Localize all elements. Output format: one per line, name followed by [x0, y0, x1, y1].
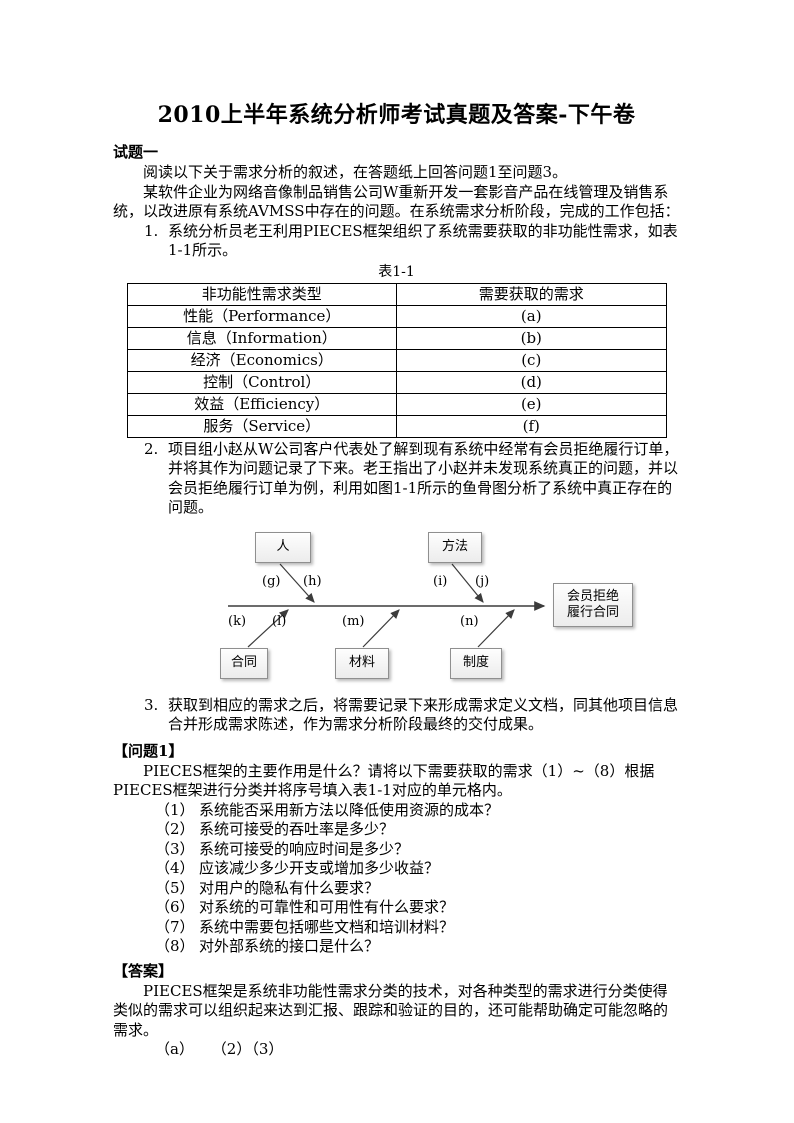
fishbone-box-institution: 制度 — [450, 647, 502, 679]
question1-item-5: （5） 对用户的隐私有什么要求？ — [155, 879, 680, 899]
question1-item-3-number: （3） — [155, 839, 195, 858]
question1-item-8-text: 对外部系统的接口是什么？ — [199, 937, 380, 955]
fishbone-label-l: (l) — [272, 613, 287, 629]
document-title: 2010上半年系统分析师考试真题及答案-下午卷 — [157, 102, 636, 128]
table-cell: 经济（Economics） — [126, 348, 397, 372]
answer-heading: 【答案】 — [113, 961, 174, 980]
question1-item-2-number: （2） — [155, 820, 195, 838]
question1-item-1: （1） 系统能否采用新方法以降低使用资源的成本？ — [155, 801, 680, 821]
fishbone-box-person: 人 — [255, 531, 311, 563]
question1-heading: 【问题1】 — [113, 741, 184, 760]
question1-item-5-text: 对用户的隐私有什么要求？ — [199, 878, 380, 897]
question1-item-6: （6） 对系统的可靠性和可用性有什么要求？ — [155, 898, 680, 918]
question1-item-4-number: （4） — [155, 859, 195, 877]
table-cell: 性能（Performance） — [126, 304, 397, 328]
fishbone-label-m: (m) — [342, 613, 365, 629]
question1-item-2: （2） 系统可接受的吞吐率是多少？ — [155, 820, 680, 840]
question1-item-7-number: （7） — [155, 917, 195, 936]
fishbone-box-effect: 会员拒绝履行合同 — [553, 582, 633, 627]
question1-item-4: （4） 应该减少多少开支或增加多少收益？ — [155, 859, 680, 879]
table-cell: (f) — [396, 414, 667, 438]
fishbone-label-n: (n) — [460, 613, 479, 629]
question1-intro: PIECES框架的主要作用是什么？请将以下需要获取的需求（1）~（8）根据PIE… — [113, 761, 655, 800]
list-item-1: 1. 系统分析员老王利用PIECES框架组织了系统需要获取的非功能性需求，如表1… — [144, 222, 680, 261]
table-header-cell: 非功能性需求类型 — [126, 282, 397, 306]
table-row: 服务（Service） (f) — [126, 414, 667, 438]
list-item-1-text: 系统分析员老王利用PIECES框架组织了系统需要获取的非功能性需求，如表1-1所… — [168, 221, 678, 260]
table-cell: (e) — [396, 392, 667, 416]
fishbone-diagram: 人 方法 会员拒绝履行合同 合同 材料 制度 (g) (h) (i) (j) (… — [180, 526, 650, 694]
table-cell: 信息（Information） — [126, 326, 397, 350]
fishbone-label-g: (g) — [262, 573, 281, 589]
table-cell: (a) — [396, 304, 667, 328]
table-row: 控制（Control） (d) — [126, 370, 667, 394]
question1-item-1-text: 系统能否采用新方法以降低使用资源的成本？ — [199, 800, 500, 819]
question1-item-3-text: 系统可接受的响应时间是多少？ — [199, 839, 410, 858]
question1-item-2-text: 系统可接受的吞吐率是多少？ — [199, 820, 395, 838]
fishbone-label-h: (h) — [303, 573, 322, 589]
question1-item-7: （7） 系统中需要包括哪些文档和培训材料？ — [155, 918, 680, 938]
table-cell: 效益（Efficiency） — [126, 392, 397, 416]
table-row: 经济（Economics） (c) — [126, 348, 667, 372]
question1-item-6-text: 对系统的可靠性和可用性有什么要求？ — [199, 898, 455, 916]
question1-item-6-number: （6） — [155, 898, 195, 916]
fishbone-label-i: (i) — [433, 573, 448, 589]
question1-item-8: （8） 对外部系统的接口是什么？ — [155, 937, 680, 957]
section1-paragraph: 某软件企业为网络音像制品销售公司W重新开发一套影音产品在线管理及销售系统，以改进… — [113, 182, 680, 221]
section1-heading: 试题一 — [113, 143, 159, 161]
list-item-1-number: 1. — [144, 221, 159, 240]
list-item-2-number: 2. — [144, 439, 159, 458]
question1-item-7-text: 系统中需要包括哪些文档和培训材料？ — [199, 917, 455, 936]
fishbone-box-method: 方法 — [428, 531, 482, 563]
table-caption: 表1-1 — [378, 263, 415, 280]
table-header-cell: 需要获取的需求 — [396, 282, 667, 306]
question1-item-5-number: （5） — [155, 878, 195, 897]
fishbone-lines — [228, 563, 546, 647]
fishbone-label-j: (j) — [475, 573, 490, 589]
table-row: 性能（Performance） (a) — [126, 304, 667, 328]
fishbone-label-k: (k) — [228, 613, 247, 629]
fishbone-box-material: 材料 — [335, 647, 389, 679]
answer-paragraph: PIECES框架是系统非功能性需求分类的技术，对各种类型的需求进行分类使得类似的… — [113, 981, 669, 1039]
table-row: 效益（Efficiency） (e) — [126, 392, 667, 416]
fishbone-box-contract: 合同 — [220, 647, 268, 679]
question1-item-8-number: （8） — [155, 937, 195, 955]
table-cell: (c) — [396, 348, 667, 372]
table-cell: 服务（Service） — [126, 414, 397, 438]
table-cell: 控制（Control） — [126, 370, 397, 394]
requirements-table: 非功能性需求类型 需要获取的需求 性能（Performance） (a) 信息（… — [126, 282, 667, 438]
list-item-2: 2. 项目组小赵从W公司客户代表处了解到现有系统中经常有会员拒绝履行订单，并将其… — [144, 440, 680, 518]
list-item-2-text: 项目组小赵从W公司客户代表处了解到现有系统中经常有会员拒绝履行订单，并将其作为问… — [168, 439, 679, 517]
table-row: 信息（Information） (b) — [126, 326, 667, 350]
answer-item-a-number: （a） — [155, 1040, 194, 1058]
table-cell: (b) — [396, 326, 667, 350]
list-item-3-number: 3. — [144, 695, 159, 714]
list-item-3: 3. 获取到相应的需求之后，将需要记录下来形成需求定义文档，同其他项目信息合并形… — [144, 696, 680, 735]
question1-item-1-number: （1） — [155, 800, 195, 819]
table-cell: (d) — [396, 370, 667, 394]
list-item-3-text: 获取到相应的需求之后，将需要记录下来形成需求定义文档，同其他项目信息合并形成需求… — [168, 695, 679, 734]
answer-item-a: （a） （2）（3） — [155, 1040, 680, 1060]
question1-item-3: （3） 系统可接受的响应时间是多少？ — [155, 840, 680, 860]
document-content: 2010上半年系统分析师考试真题及答案-下午卷 试题一 阅读以下关于需求分析的叙… — [113, 102, 680, 1060]
table-header-row: 非功能性需求类型 需要获取的需求 — [126, 282, 667, 306]
answer-item-a-value: （2）（3） — [211, 1040, 284, 1058]
question1-item-4-text: 应该减少多少开支或增加多少收益？ — [199, 859, 440, 877]
section1-intro: 阅读以下关于需求分析的叙述，在答题纸上回答问题1至问题3。 — [143, 163, 568, 181]
